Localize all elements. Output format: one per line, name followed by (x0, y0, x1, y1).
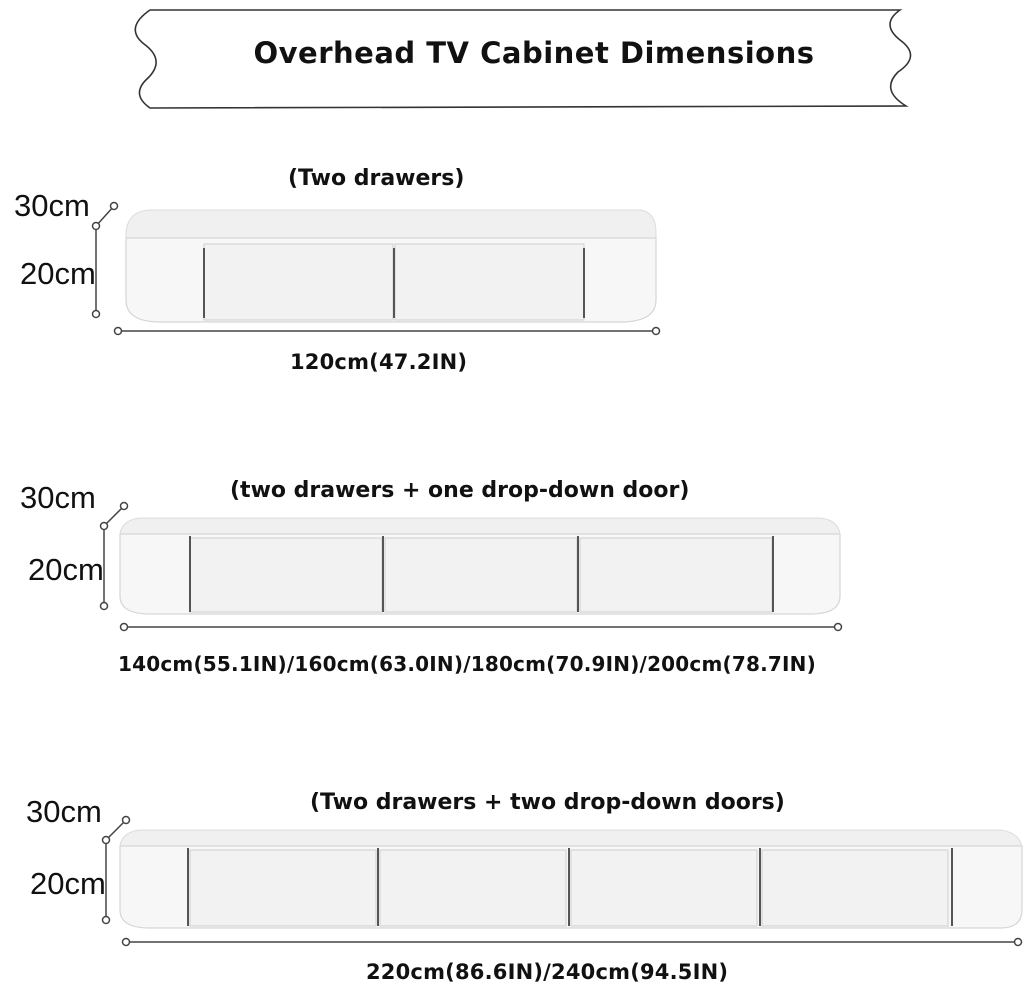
cabinet-3-width-label: 220cm(86.6IN)/240cm(94.5IN) (366, 960, 729, 984)
cabinet-3-front-4 (761, 849, 949, 927)
cabinet-3-top (119, 829, 1023, 847)
cabinet-1-front-1 (203, 243, 394, 321)
cabinet-3-depth-label: 30cm (26, 794, 102, 829)
cabinet-2-front-1 (189, 537, 383, 613)
cabinet-3-front-2 (379, 849, 567, 927)
cabinet-3-front-1 (189, 849, 377, 927)
cabinet-2-depth-label: 30cm (20, 480, 96, 515)
page-title: Overhead TV Cabinet Dimensions (253, 36, 815, 70)
cabinet-1-height-label: 20cm (20, 256, 96, 291)
cabinet-1-depth-label: 30cm (14, 188, 90, 223)
cabinet-3-caption: (Two drawers + two drop-down doors) (310, 790, 785, 815)
cabinet-1-caption: (Two drawers) (288, 166, 465, 191)
cabinet-2-height-label: 20cm (28, 552, 104, 587)
title-banner (134, 9, 912, 109)
cabinet-2-front-3 (579, 537, 773, 613)
cabinet-2-caption: (two drawers + one drop-down door) (230, 478, 690, 503)
cabinet-3-front-3 (570, 849, 758, 927)
cabinet-3-height-label: 20cm (30, 866, 106, 901)
cabinet-2-width-label: 140cm(55.1IN)/160cm(63.0IN)/180cm(70.9IN… (118, 652, 816, 676)
cabinet-1-width-label: 120cm(47.2IN) (290, 350, 468, 374)
cabinet-2-front-2 (384, 537, 578, 613)
